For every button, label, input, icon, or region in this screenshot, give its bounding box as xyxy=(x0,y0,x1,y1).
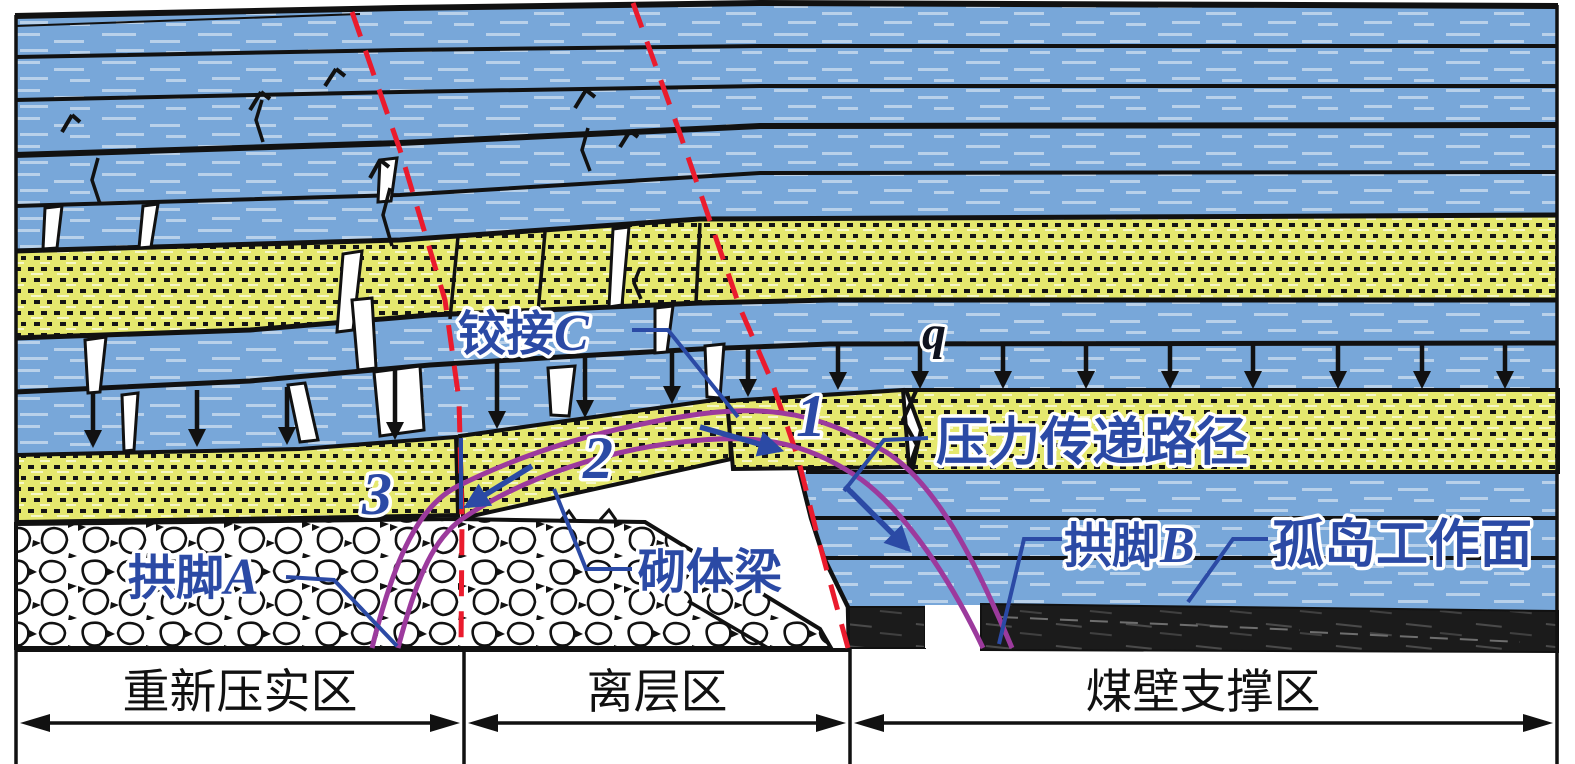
fracture-line-right xyxy=(630,2,851,649)
label-hinge-c-letter: C xyxy=(554,305,590,362)
label-arch-foot-a-cjk: 拱脚 xyxy=(128,552,224,605)
zone-strip: 重新压实区 离层区 煤壁支撑区 xyxy=(14,5,1559,764)
stratum-band xyxy=(15,46,1558,100)
leader-pressure-path xyxy=(842,436,929,493)
label-block-3: 3 xyxy=(361,461,392,527)
stratum-band xyxy=(15,3,1558,57)
pressure-direction-arrows xyxy=(463,424,912,553)
leader-lines xyxy=(285,328,1268,648)
arch-inner xyxy=(395,436,986,650)
coal-side-strata xyxy=(796,469,1558,649)
label-pressure-path: 压力传递路径 xyxy=(936,414,1248,472)
strata-boundaries xyxy=(14,0,1559,395)
fissure-symbols xyxy=(60,67,640,179)
pressure-arch xyxy=(369,408,1015,650)
label-island-face: 孤岛工作面 xyxy=(1272,516,1532,574)
figure-labels: 铰接C q 1 2 3 压力传递路径 拱脚A 砌体梁 拱脚B 孤岛工作面 xyxy=(125,302,1536,610)
label-arch-foot-b: 拱脚B xyxy=(1064,517,1195,574)
stratum-band xyxy=(811,518,1558,558)
fracture-line-left xyxy=(349,11,465,649)
label-hinge-c: 铰接C xyxy=(458,305,590,362)
pressure-arrow-left xyxy=(463,463,534,509)
label-hinge-c-cjk: 铰接 xyxy=(458,308,554,361)
zone-label-separation: 离层区 xyxy=(587,667,728,719)
coal-bedding-dashes xyxy=(999,616,1521,643)
leader-masonry-beam xyxy=(552,488,632,571)
coal-pillar-left xyxy=(848,606,926,649)
gravel-slope-line xyxy=(687,599,769,650)
label-arch-foot-a: 拱脚A xyxy=(128,549,259,606)
label-masonry-beam: 砌体梁 xyxy=(638,546,782,599)
zone-label-recompaction: 重新压实区 xyxy=(123,667,358,719)
label-load-q: q xyxy=(922,307,946,360)
stratum-band xyxy=(15,86,1558,155)
pressure-arrow-apex xyxy=(699,424,785,457)
load-arrows xyxy=(84,344,1514,448)
upper-key-stratum xyxy=(15,215,1558,338)
key-stratum-crack xyxy=(900,390,920,472)
zone-dividers xyxy=(14,5,1559,764)
label-arch-foot-a-letter: A xyxy=(221,549,259,606)
coal-seam xyxy=(848,602,1559,654)
label-arch-foot-b-letter: B xyxy=(1159,517,1195,574)
stratum-band xyxy=(15,300,1558,392)
leader-arch-foot-b xyxy=(997,537,1062,645)
stratum-band xyxy=(801,472,1558,518)
pressure-arrow-right xyxy=(843,484,912,553)
zone-dimension-arrows xyxy=(20,714,1553,732)
label-arch-foot-b-cjk: 拱脚 xyxy=(1064,520,1160,573)
zone-label-coal-wall-support: 煤壁支撑区 xyxy=(1086,667,1321,719)
label-block-2: 2 xyxy=(582,425,613,491)
fracture-lines xyxy=(349,2,851,649)
coal-seam-body xyxy=(980,602,1559,654)
gravel-tufts xyxy=(558,507,618,523)
leader-hinge-c xyxy=(632,328,740,419)
label-block-1: 1 xyxy=(796,383,826,449)
leader-island-face xyxy=(1186,537,1268,604)
stratum-band xyxy=(824,558,1558,611)
arch-outer xyxy=(369,408,1015,649)
leader-arch-foot-a xyxy=(285,575,399,648)
stratum-band xyxy=(15,172,1558,251)
